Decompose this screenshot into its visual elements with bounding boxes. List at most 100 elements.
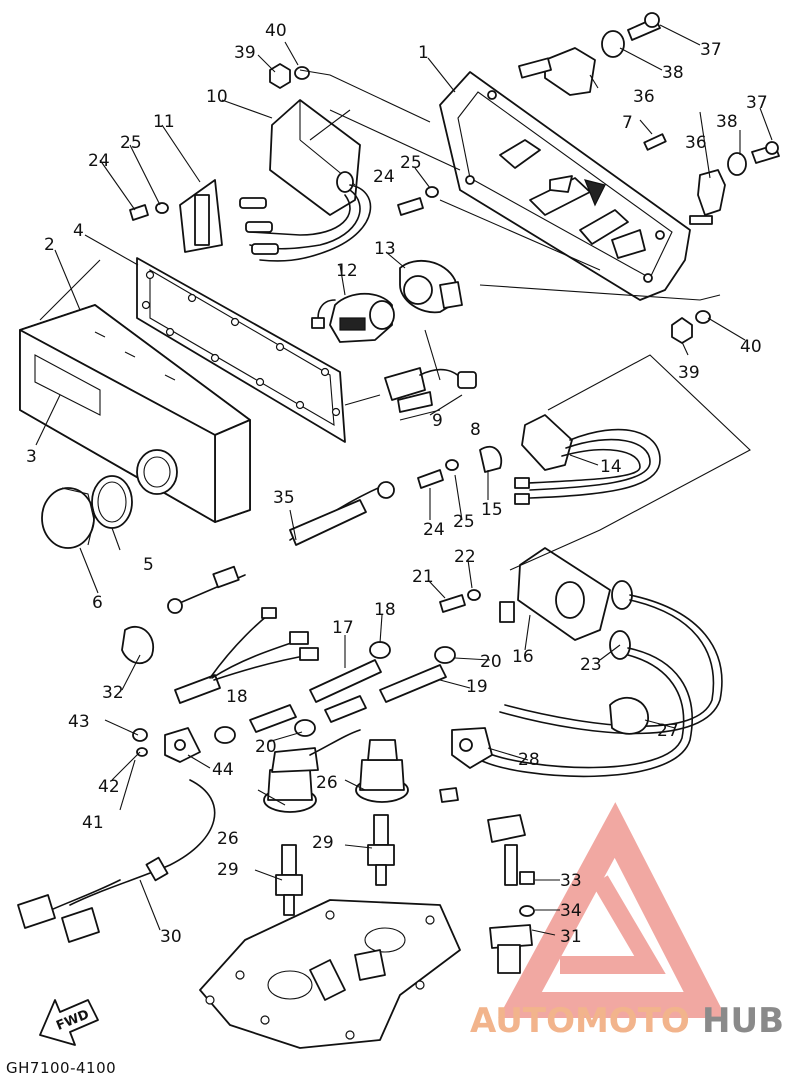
callout-25c: 25 xyxy=(453,512,475,532)
callout-44: 44 xyxy=(212,760,234,780)
callout-29a: 29 xyxy=(217,860,239,880)
callout-40a: 40 xyxy=(265,21,287,41)
callout-37b: 37 xyxy=(746,93,768,113)
box-cover-2 xyxy=(19,304,251,523)
callout-9: 9 xyxy=(432,411,443,431)
callout-20a: 20 xyxy=(480,652,502,672)
ignition-coil-16 xyxy=(479,547,723,778)
callout-23: 23 xyxy=(580,655,602,675)
callout-26b: 26 xyxy=(316,773,338,793)
callout-36a: 36 xyxy=(633,87,655,107)
callout-39b: 39 xyxy=(678,363,700,383)
cap-6 xyxy=(41,487,95,549)
callout-33: 33 xyxy=(560,871,582,891)
fwd-arrow xyxy=(39,999,99,1046)
band-27 xyxy=(609,696,649,735)
electrical-box xyxy=(439,71,691,301)
callout-24b: 24 xyxy=(373,167,395,187)
callout-22: 22 xyxy=(454,547,476,567)
callout-6: 6 xyxy=(92,593,103,613)
callout-3: 3 xyxy=(26,447,37,467)
spark-plug-left xyxy=(275,844,303,916)
callout-11: 11 xyxy=(153,112,175,132)
callout-labels: 1 2 3 4 5 6 7 8 9 10 11 12 13 14 15 16 1… xyxy=(26,21,768,947)
callout-24a: 24 xyxy=(88,151,110,171)
sensor-31 xyxy=(487,814,535,974)
bolt-set xyxy=(397,186,439,216)
callout-18b: 18 xyxy=(226,687,248,707)
callout-13: 13 xyxy=(374,239,396,259)
callout-4: 4 xyxy=(73,221,84,241)
wire-tubes xyxy=(174,659,447,733)
nut-washer-set xyxy=(269,63,711,344)
callout-28: 28 xyxy=(518,750,540,770)
screw-43 xyxy=(132,728,148,757)
callout-15: 15 xyxy=(481,500,503,520)
starter-relay-12 xyxy=(311,292,395,343)
callout-39a: 39 xyxy=(234,43,256,63)
cable-35 xyxy=(289,481,395,546)
callout-41: 41 xyxy=(82,813,104,833)
callout-24c: 24 xyxy=(423,520,445,540)
rectifier-regulator xyxy=(239,99,372,262)
clips xyxy=(214,641,456,744)
callout-19: 19 xyxy=(466,677,488,697)
callout-10: 10 xyxy=(206,87,228,107)
callout-18a: 18 xyxy=(374,600,396,620)
callout-26a: 26 xyxy=(217,829,239,849)
watermark-text-part1: AUTOMOTO xyxy=(470,1001,690,1041)
callout-1: 1 xyxy=(418,43,429,63)
callout-31: 31 xyxy=(560,927,582,947)
ignition-coil-13 xyxy=(399,259,463,314)
callout-38a: 38 xyxy=(662,63,684,83)
clamp-44 xyxy=(164,727,201,763)
callout-12: 12 xyxy=(336,261,358,281)
callout-14: 14 xyxy=(600,457,622,477)
callout-37a: 37 xyxy=(700,40,722,60)
bolt-21 xyxy=(439,589,515,623)
callout-5: 5 xyxy=(143,555,154,575)
callout-25b: 25 xyxy=(400,153,422,173)
cylinder-head xyxy=(199,899,461,1049)
spark-plug-right xyxy=(367,814,395,886)
callout-20b: 20 xyxy=(255,737,277,757)
callout-17: 17 xyxy=(332,618,354,638)
callout-43: 43 xyxy=(68,712,90,732)
watermark-logo xyxy=(498,802,727,1018)
callout-27: 27 xyxy=(657,721,679,741)
callout-16: 16 xyxy=(512,647,534,667)
callout-8: 8 xyxy=(470,420,481,440)
leader-lines xyxy=(35,24,773,936)
mount-bracket-right xyxy=(643,133,780,225)
callout-36b: 36 xyxy=(685,133,707,153)
callout-32: 32 xyxy=(102,683,124,703)
diagram-code: GH7100-4100 xyxy=(6,1059,116,1077)
callout-21: 21 xyxy=(412,567,434,587)
callout-35: 35 xyxy=(273,488,295,508)
callout-42: 42 xyxy=(98,777,120,797)
cdi-unit-14 xyxy=(514,414,661,505)
watermark-text: AUTOMOTO HUB xyxy=(470,1001,784,1041)
mount-bracket-top xyxy=(518,12,661,96)
gasket-4 xyxy=(136,257,346,443)
watermark-text-part2: HUB xyxy=(702,1001,784,1041)
callout-34: 34 xyxy=(560,901,582,921)
callout-7: 7 xyxy=(622,113,633,133)
callout-29b: 29 xyxy=(312,833,334,853)
bracket-11 xyxy=(129,179,223,253)
callout-40b: 40 xyxy=(740,337,762,357)
callout-38b: 38 xyxy=(716,112,738,132)
o-ring-5 xyxy=(91,475,133,529)
clamp-15 xyxy=(417,445,503,489)
callout-30: 30 xyxy=(160,927,182,947)
sensor-28 xyxy=(439,727,493,803)
band-32 xyxy=(121,625,155,664)
plug-cap-left xyxy=(263,729,361,813)
plug-cap-right xyxy=(355,739,409,803)
callout-2: 2 xyxy=(44,235,55,255)
callout-25a: 25 xyxy=(120,133,142,153)
fuse-holder xyxy=(384,367,477,413)
sensor-lead-30 xyxy=(17,779,216,943)
wire-harness xyxy=(167,565,319,681)
